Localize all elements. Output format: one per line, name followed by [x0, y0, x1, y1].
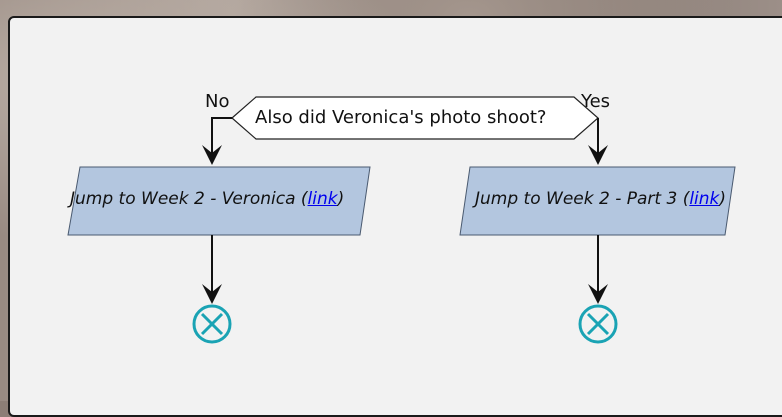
left-process-suffix: ) [337, 189, 345, 209]
decision-question: Also did Veronica's photo shoot? [255, 107, 547, 128]
left-process-prefix: Jump to Week 2 - Veronica ( [70, 189, 308, 209]
flowchart [67, 96, 736, 344]
no-label: No [205, 91, 230, 112]
right-process-text: Jump to Week 2 - Part 3 (link) [475, 189, 726, 209]
left-process-text: Jump to Week 2 - Veronica (link) [70, 189, 344, 209]
right-process-shape [459, 166, 736, 236]
yes-label: Yes [581, 91, 611, 112]
right-process-suffix: ) [719, 189, 727, 209]
right-end-icon [578, 304, 618, 344]
left-process-shape [67, 166, 371, 236]
right-process-link[interactable]: link [689, 189, 720, 209]
left-end-icon [192, 304, 232, 344]
left-process-link[interactable]: link [307, 189, 338, 209]
right-process-prefix: Jump to Week 2 - Part 3 ( [475, 189, 690, 209]
no-branch-connector [202, 117, 232, 165]
